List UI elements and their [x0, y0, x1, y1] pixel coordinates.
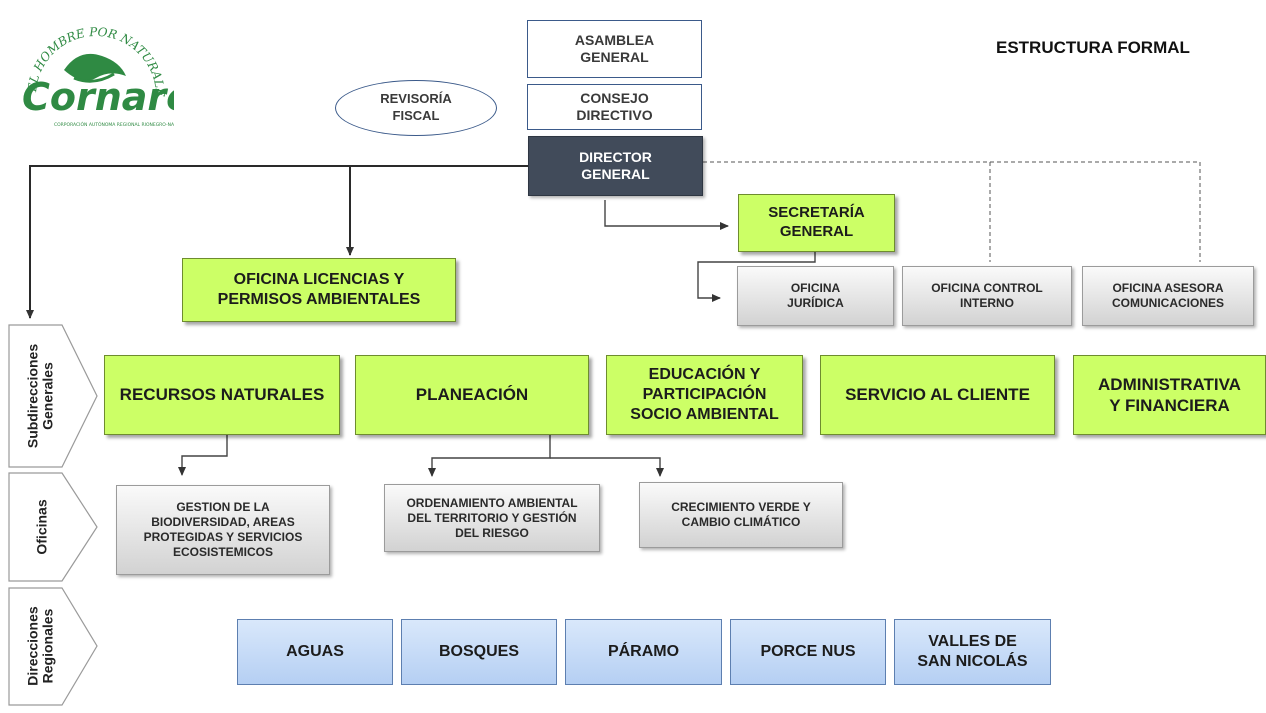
- box-ordenamiento-ambiental: ORDENAMIENTO AMBIENTAL DEL TERRITORIO Y …: [384, 484, 600, 552]
- box-regional-bosques: BOSQUES: [401, 619, 557, 685]
- box-crecimiento-verde: CRECIMIENTO VERDE Y CAMBIO CLIMÁTICO: [639, 482, 843, 548]
- box-oficina-asesora-comunicaciones: OFICINA ASESORA COMUNICACIONES: [1082, 266, 1254, 326]
- line-planeacion-ordenamiento: [428, 435, 551, 477]
- box-regional-valles: VALLES DE SAN NICOLÁS: [894, 619, 1051, 685]
- row-label-subdirecciones-line1: Subdirecciones: [24, 343, 41, 449]
- crecimiento-line1: CRECIMIENTO VERDE Y: [671, 500, 811, 514]
- biodiversidad-line2: BIODIVERSIDAD, AREAS: [151, 515, 295, 529]
- dashed-line-staff: [703, 161, 1201, 262]
- box-director-general: DIRECTOR GENERAL: [528, 136, 703, 196]
- box-regional-paramo: PÁRAMO: [565, 619, 722, 685]
- juridica-line2: JURÍDICA: [787, 296, 844, 310]
- box-consejo-directivo: CONSEJO DIRECTIVO: [527, 84, 702, 130]
- box-servicio-al-cliente: SERVICIO AL CLIENTE: [820, 355, 1055, 435]
- asamblea-line2: GENERAL: [580, 49, 649, 65]
- line-to-juridica: [697, 252, 816, 302]
- box-recursos-naturales: RECURSOS NATURALES: [104, 355, 340, 435]
- line-recursos-biodiversidad: [178, 435, 228, 476]
- licencias-line2: PERMISOS AMBIENTALES: [217, 291, 421, 308]
- box-oficina-control-interno: OFICINA CONTROL INTERNO: [902, 266, 1072, 326]
- row-label-oficinas-line1: Oficinas: [33, 499, 50, 555]
- administrativa-line1: ADMINISTRATIVA: [1098, 374, 1241, 394]
- logo-image: EL HOMBRE POR NATURALEZA Cornare CORPORA…: [9, 0, 192, 128]
- educacion-line1: EDUCACIÓN Y: [648, 366, 761, 383]
- control-line1: OFICINA CONTROL: [931, 281, 1043, 295]
- chevron-subdirecciones: [8, 324, 98, 468]
- administrativa-line2: Y FINANCIERA: [1109, 396, 1230, 415]
- line-planeacion-crecimiento: [550, 457, 664, 477]
- secretaria-line2: GENERAL: [779, 223, 854, 240]
- biodiversidad-line4: ECOSISTEMICOS: [172, 545, 273, 559]
- box-gestion-biodiversidad: GESTION DE LA BIODIVERSIDAD, AREAS PROTE…: [116, 485, 330, 575]
- box-oficina-juridica: OFICINA JURÍDICA: [737, 266, 894, 326]
- page-title: ESTRUCTURA FORMAL: [996, 38, 1190, 57]
- chevron-oficinas: [8, 472, 98, 582]
- control-line2: INTERNO: [960, 296, 1014, 310]
- line-to-secretaria: [604, 200, 729, 230]
- biodiversidad-line1: GESTION DE LA: [176, 500, 270, 514]
- row-label-direcciones-line1: Direcciones: [24, 606, 41, 686]
- revisoria-line1: REVISORÍA: [380, 91, 452, 107]
- line-director-left: [26, 165, 528, 319]
- box-secretaria-general: SECRETARÍA GENERAL: [738, 194, 895, 252]
- asesora-line1: OFICINA ASESORA: [1112, 281, 1224, 295]
- box-regional-aguas: AGUAS: [237, 619, 393, 685]
- row-label-subdirecciones-line2: Generales: [39, 362, 55, 430]
- svg-text:CORPORACIÓN AUTÓNOMA REGIONAL: CORPORACIÓN AUTÓNOMA REGIONAL RIONEGRO-N…: [54, 121, 174, 128]
- director-line1: DIRECTOR: [579, 148, 652, 165]
- asamblea-line1: ASAMBLEA: [574, 31, 655, 48]
- juridica-line1: OFICINA: [790, 281, 841, 295]
- box-oficina-licencias: OFICINA LICENCIAS Y PERMISOS AMBIENTALES: [182, 258, 456, 322]
- asesora-line2: COMUNICACIONES: [1111, 296, 1224, 310]
- box-regional-porce-nus: PORCE NUS: [730, 619, 886, 685]
- revisoria-line2: FISCAL: [392, 108, 440, 123]
- oval-revisoria-fiscal: REVISORÍA FISCAL: [335, 80, 497, 136]
- licencias-line1: OFICINA LICENCIAS Y: [233, 271, 405, 288]
- cornare-logo: EL HOMBRE POR NATURALEZA Cornare CORPORA…: [9, 0, 192, 146]
- ordenamiento-line3: DEL RIESGO: [455, 525, 529, 540]
- educacion-line3: SOCIO AMBIENTAL: [630, 406, 779, 423]
- chevron-direcciones: [8, 587, 98, 706]
- consejo-line2: DIRECTIVO: [576, 107, 653, 123]
- ordenamiento-line2: DEL TERRITORIO Y GESTIÓN: [407, 510, 577, 525]
- crecimiento-line2: CAMBIO CLIMÁTICO: [681, 515, 801, 529]
- ordenamiento-line1: ORDENAMIENTO AMBIENTAL: [406, 495, 578, 510]
- biodiversidad-line3: PROTEGIDAS Y SERVICIOS: [143, 530, 303, 544]
- box-educacion-participacion: EDUCACIÓN Y PARTICIPACIÓN SOCIO AMBIENTA…: [606, 355, 803, 435]
- svg-text:Cornare: Cornare: [22, 75, 174, 119]
- row-label-direcciones-line2: Regionales: [39, 608, 55, 684]
- valles-line1: VALLES DE: [928, 633, 1017, 650]
- consejo-line1: CONSEJO: [580, 89, 649, 106]
- educacion-line2: PARTICIPACIÓN: [642, 386, 767, 403]
- director-line2: GENERAL: [581, 166, 650, 182]
- valles-line2: SAN NICOLÁS: [917, 653, 1028, 670]
- box-asamblea-general: ASAMBLEA GENERAL: [527, 20, 702, 78]
- secretaria-line1: SECRETARÍA: [768, 204, 865, 222]
- box-planeacion: PLANEACIÓN: [355, 355, 589, 435]
- box-administrativa-financiera: ADMINISTRATIVA Y FINANCIERA: [1073, 355, 1266, 435]
